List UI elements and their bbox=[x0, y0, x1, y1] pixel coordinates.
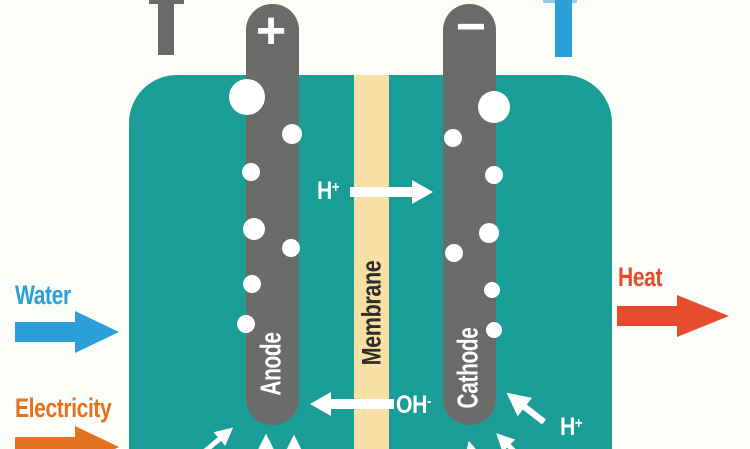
anode-label: Anode bbox=[255, 332, 288, 396]
gas-bubble bbox=[282, 239, 300, 257]
electricity-label: Electricity bbox=[15, 393, 112, 423]
gas-bubble bbox=[282, 124, 302, 144]
hydroxide-label: OH- bbox=[396, 393, 431, 418]
gas-bubble bbox=[486, 322, 502, 338]
heat-label: Heat bbox=[618, 262, 663, 292]
proton-label-top: H+ bbox=[317, 179, 340, 204]
cathode-lead-wire bbox=[555, 0, 572, 57]
proton-label-bottom-sup: + bbox=[574, 415, 583, 433]
gas-bubble bbox=[485, 166, 503, 184]
cathode-label: Cathode bbox=[452, 327, 485, 409]
gas-bubble bbox=[242, 163, 260, 181]
proton-label-top-base: H bbox=[317, 177, 332, 205]
water-label: Water bbox=[15, 280, 71, 310]
proton-label-top-sup: + bbox=[331, 179, 340, 197]
gas-bubble bbox=[229, 79, 265, 115]
gas-bubble bbox=[479, 223, 499, 243]
anode-electrode bbox=[246, 4, 299, 425]
hydroxide-label-sup: - bbox=[427, 393, 432, 411]
gas-bubble bbox=[243, 275, 261, 293]
gas-bubble bbox=[237, 315, 255, 333]
proton-label-bottom: H+ bbox=[560, 415, 583, 440]
water-arrow bbox=[15, 311, 119, 353]
membrane-label: Membrane bbox=[356, 260, 387, 366]
anode-lead-wire bbox=[158, 0, 174, 55]
gas-bubble bbox=[484, 282, 500, 298]
gas-bubble bbox=[445, 244, 463, 262]
gas-bubble bbox=[478, 91, 510, 123]
membrane-strip bbox=[354, 75, 389, 449]
electricity-arrow bbox=[15, 426, 119, 449]
cathode-terminal-minus: − bbox=[455, 0, 487, 56]
gas-bubble bbox=[243, 218, 265, 240]
gas-bubble bbox=[444, 129, 462, 147]
proton-label-bottom-base: H bbox=[560, 413, 575, 441]
cathode-electrode bbox=[443, 4, 496, 425]
heat-arrow bbox=[617, 295, 729, 337]
anode-terminal-plus: + bbox=[255, 2, 287, 60]
hydroxide-label-base: OH bbox=[396, 391, 428, 419]
